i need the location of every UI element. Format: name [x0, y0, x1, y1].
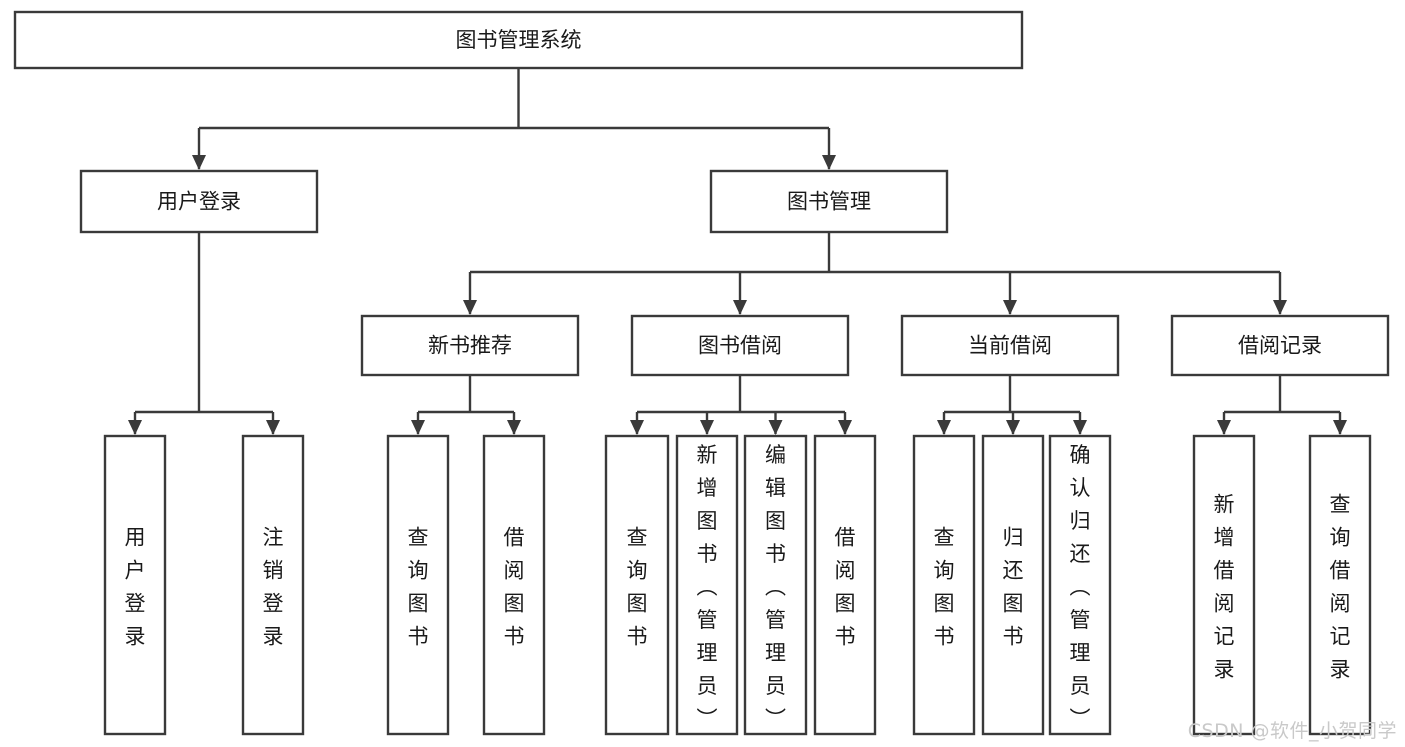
node-label: 新书推荐 — [428, 334, 512, 358]
node-leaf-1[interactable]: 注销登录 — [241, 434, 305, 736]
arrowhead-icon — [266, 420, 280, 435]
node-label: 新增借阅记录 — [1214, 493, 1235, 682]
node-label: 借阅记录 — [1238, 334, 1322, 358]
node-leaf-2[interactable]: 查询图书 — [386, 434, 450, 736]
arrowhead-icon — [630, 420, 644, 435]
node-box[interactable] — [1048, 434, 1112, 736]
node-box[interactable] — [912, 434, 976, 736]
node-box[interactable] — [360, 314, 580, 377]
node-root-0[interactable]: 图书管理系统 — [13, 10, 1024, 70]
arrowhead-icon — [700, 420, 714, 435]
node-level3-1[interactable]: 图书借阅 — [630, 314, 850, 377]
node-label: 用户登录 — [125, 526, 146, 649]
node-box[interactable] — [1308, 434, 1372, 736]
node-label: 当前借阅 — [968, 334, 1052, 358]
node-box[interactable] — [1192, 434, 1256, 736]
node-leaf-12[interactable]: 查询借阅记录 — [1308, 434, 1372, 736]
node-label: 注销登录 — [263, 526, 284, 649]
node-label: 查询图书 — [627, 526, 648, 649]
csdn-watermark: CSDN @软件_小贺同学 — [1187, 720, 1397, 742]
arrowhead-icon — [192, 155, 206, 170]
arrowhead-icon — [768, 420, 783, 435]
node-box[interactable] — [630, 314, 850, 377]
node-box[interactable] — [675, 434, 739, 736]
node-label: 查询图书 — [408, 526, 429, 649]
node-box[interactable] — [709, 169, 949, 234]
node-box[interactable] — [981, 434, 1045, 736]
node-box[interactable] — [900, 314, 1120, 377]
node-leaf-7[interactable]: 借阅图书 — [813, 434, 877, 736]
node-label: 图书管理 — [787, 190, 871, 214]
node-label: 图书管理系统 — [456, 28, 582, 52]
arrowhead-icon — [1217, 420, 1231, 435]
node-box[interactable] — [79, 169, 319, 234]
node-leaf-9[interactable]: 归还图书 — [981, 434, 1045, 736]
node-leaf-6[interactable]: 编辑图书︵管理员︶ — [743, 434, 808, 736]
node-label: 查询借阅记录 — [1330, 493, 1351, 682]
node-box[interactable] — [241, 434, 305, 736]
arrowhead-icon — [507, 420, 521, 435]
arrowhead-icon — [1006, 420, 1020, 435]
arrowhead-icon — [1273, 300, 1287, 315]
nodes-layer: 图书管理系统用户登录图书管理新书推荐图书借阅当前借阅借阅记录用户登录注销登录查询… — [13, 10, 1390, 736]
arrowhead-icon — [128, 420, 142, 435]
node-leaf-0[interactable]: 用户登录 — [103, 434, 167, 736]
node-label: 确认归还︵管理员︶ — [1070, 443, 1091, 731]
node-leaf-4[interactable]: 查询图书 — [604, 434, 670, 736]
node-level2-0[interactable]: 用户登录 — [79, 169, 319, 234]
node-box[interactable] — [482, 434, 546, 736]
node-leaf-8[interactable]: 查询图书 — [912, 434, 976, 736]
node-level2-1[interactable]: 图书管理 — [709, 169, 949, 234]
arrowhead-icon — [463, 300, 477, 315]
node-leaf-5[interactable]: 新增图书︵管理员︶ — [675, 434, 739, 736]
arrowhead-icon — [411, 420, 425, 435]
node-level3-2[interactable]: 当前借阅 — [900, 314, 1120, 377]
edges-layer — [128, 68, 1347, 435]
arrowhead-icon — [1333, 420, 1347, 435]
arrowhead-icon — [1073, 420, 1087, 435]
node-label: 新增图书︵管理员︶ — [697, 443, 718, 731]
node-box[interactable] — [103, 434, 167, 736]
arrowhead-icon — [838, 420, 852, 435]
node-box[interactable] — [743, 434, 808, 736]
node-level3-3[interactable]: 借阅记录 — [1170, 314, 1390, 377]
node-level3-0[interactable]: 新书推荐 — [360, 314, 580, 377]
arrowhead-icon — [733, 300, 747, 315]
node-label: 用户登录 — [157, 190, 241, 214]
node-label: 借阅图书 — [504, 526, 525, 649]
arrowhead-icon — [822, 155, 836, 170]
node-label: 图书借阅 — [698, 334, 782, 358]
node-box[interactable] — [13, 10, 1024, 70]
node-box[interactable] — [1170, 314, 1390, 377]
node-leaf-3[interactable]: 借阅图书 — [482, 434, 546, 736]
node-leaf-10[interactable]: 确认归还︵管理员︶ — [1048, 434, 1112, 736]
node-label: 查询图书 — [934, 526, 955, 649]
node-label: 借阅图书 — [835, 526, 856, 649]
node-box[interactable] — [813, 434, 877, 736]
node-label: 编辑图书︵管理员︶ — [765, 443, 786, 731]
node-label: 归还图书 — [1003, 526, 1024, 649]
arrowhead-icon — [1003, 300, 1017, 315]
node-leaf-11[interactable]: 新增借阅记录 — [1192, 434, 1256, 736]
node-box[interactable] — [604, 434, 670, 736]
node-box[interactable] — [386, 434, 450, 736]
arrowhead-icon — [937, 420, 951, 435]
